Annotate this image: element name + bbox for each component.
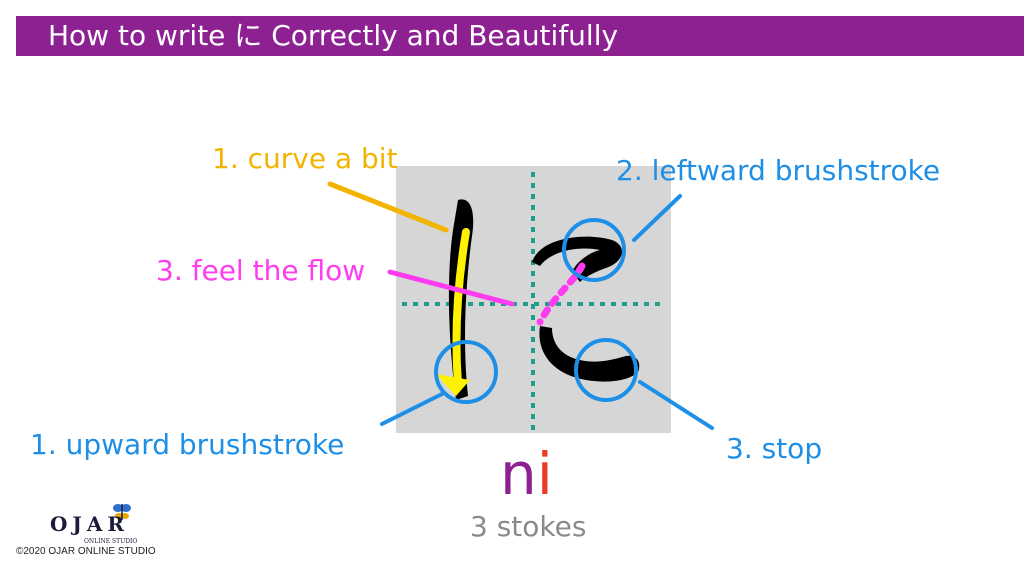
romaji-n: n (500, 440, 537, 508)
stop-highlight-circle (574, 338, 638, 402)
flow-callout-line (387, 269, 515, 307)
romaji-i: i (536, 440, 553, 508)
leftward-brushstroke-label: 2. leftward brushstroke (616, 154, 941, 187)
upward-highlight-circle (434, 340, 498, 404)
logo-subtitle: ONLINE STUDIO (84, 538, 138, 545)
curve-arrow (452, 228, 470, 388)
curve-callout-line (327, 181, 449, 233)
page-title: How to write に Correctly and Beautifully (48, 19, 619, 52)
leftward-callout-line (632, 194, 682, 242)
stroke-count: 3 stokes (470, 510, 587, 543)
upward-brushstroke-label: 1. upward brushstroke (30, 428, 345, 461)
upward-callout-line (380, 392, 444, 426)
stop-callout-line (638, 380, 714, 430)
copyright-text: ©2020 OJAR ONLINE STUDIO (16, 546, 156, 557)
stop-label: 3. stop (726, 432, 823, 465)
feel-the-flow-label: 3. feel the flow (156, 254, 366, 287)
stroke-2-top-hook (532, 236, 623, 282)
curve-label: 1. curve a bit (212, 142, 398, 175)
leftward-highlight-circle (562, 218, 626, 282)
title-bar: How to write に Correctly and Beautifully (16, 16, 1024, 56)
curve-arrow-head (436, 374, 470, 396)
logo-name: OJAR (50, 512, 130, 536)
stroke-3-bottom-curve (539, 326, 640, 382)
flow-dotted-path (536, 262, 586, 326)
romaji-reading: ni (500, 440, 553, 508)
butterfly-icon (113, 504, 131, 520)
